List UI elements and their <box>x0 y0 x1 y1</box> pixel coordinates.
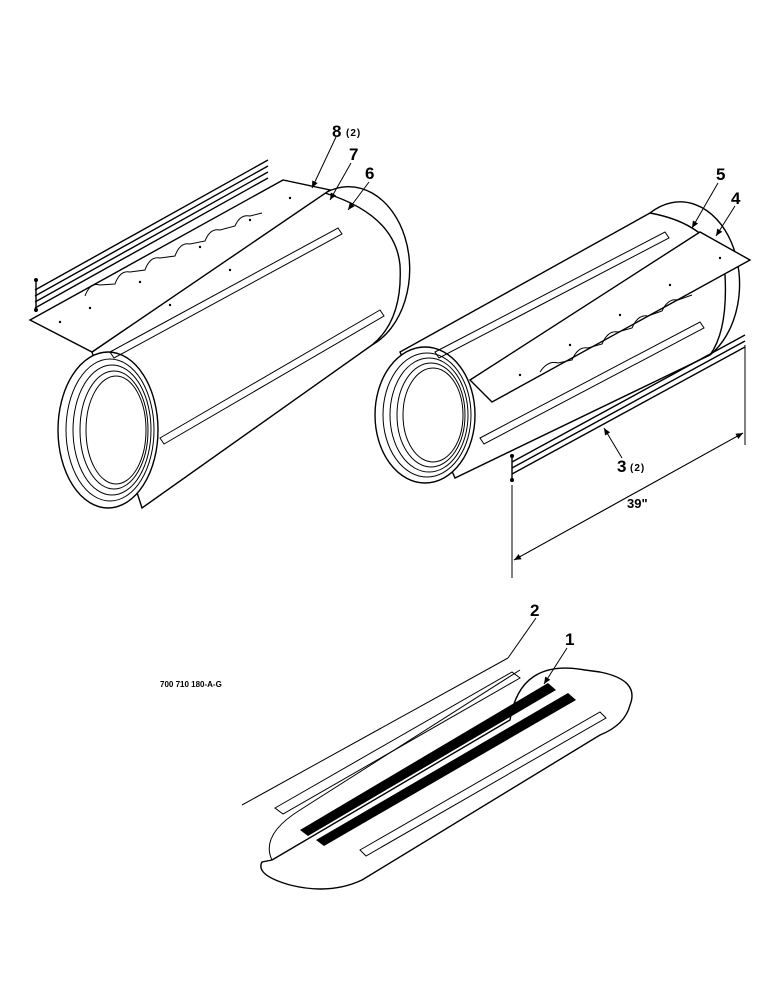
callout-3-qty: (2) <box>630 463 645 474</box>
callout-2: 2 <box>530 601 539 620</box>
callout-6: 6 <box>365 164 374 183</box>
dimension-39: 39" <box>511 345 746 578</box>
left-fastener-strips <box>34 159 269 312</box>
right-fastener-strips <box>510 334 746 482</box>
callout-3: 3 <box>617 457 626 476</box>
callout-5: 5 <box>716 165 725 184</box>
left-belt-roll <box>28 159 411 510</box>
callout-7: 7 <box>349 145 358 164</box>
belt-center-strips <box>300 683 576 846</box>
callout-8-qty: (2) <box>346 128 361 139</box>
left-roll-slats <box>109 227 385 445</box>
callout-1: 1 <box>565 630 574 649</box>
right-roll-slats <box>434 231 705 445</box>
right-flap-sheet <box>468 231 752 403</box>
flat-belt <box>260 667 633 890</box>
right-belt-roll <box>374 201 752 484</box>
right-roll-end-rings <box>374 346 476 484</box>
drawing-code: 700 710 180-A-G <box>160 680 222 689</box>
callout-numbers: 8 (2) 7 6 5 4 3 (2) 2 1 <box>332 122 741 649</box>
leader-lines <box>241 136 736 806</box>
callout-8: 8 <box>332 122 341 141</box>
callout-4: 4 <box>731 189 741 208</box>
left-flap-sheet <box>28 179 332 353</box>
dimension-label: 39" <box>627 496 648 511</box>
left-roll-end-rings <box>57 351 159 509</box>
